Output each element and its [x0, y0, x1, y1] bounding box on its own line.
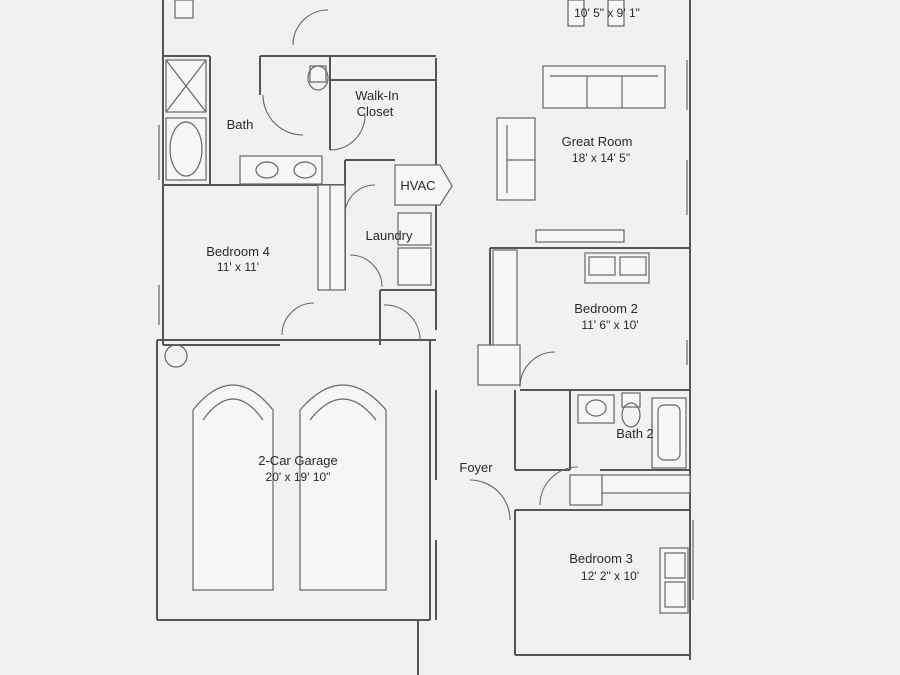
garage-label: 2-Car Garage: [258, 453, 337, 468]
great-room-label: Great Room: [562, 134, 633, 149]
walk-in-closet-label-1: Walk-In: [355, 88, 399, 103]
walk-in-closet-label-2: Closet: [357, 104, 394, 119]
exterior-walls: [156, 0, 691, 675]
bedroom-3-size: 12' 2" x 10': [581, 569, 639, 583]
room-labels: 10' 5" x 9' 1" Great Room 18' x 14' 5" B…: [206, 6, 654, 583]
fixtures: [164, 0, 691, 614]
interior-walls: [157, 55, 690, 620]
hvac-label: HVAC: [400, 178, 435, 193]
great-room-size: 18' x 14' 5": [572, 151, 630, 165]
bath-label: Bath: [227, 117, 254, 132]
bedroom-2-size: 11' 6" x 10': [581, 318, 638, 332]
dining-room-size: 10' 5" x 9' 1": [574, 6, 640, 20]
bedroom-4-label: Bedroom 4: [206, 244, 270, 259]
bedroom-4-size: 11' x 11': [217, 260, 259, 274]
door-swings: [262, 9, 579, 521]
foyer-label: Foyer: [459, 460, 493, 475]
windows: [158, 60, 694, 600]
bedroom-3-label: Bedroom 3: [569, 551, 633, 566]
laundry-label: Laundry: [366, 228, 413, 243]
bedroom-2-label: Bedroom 2: [574, 301, 638, 316]
bath-2-label: Bath 2: [616, 426, 654, 441]
garage-size: 20' x 19' 10": [266, 470, 331, 484]
